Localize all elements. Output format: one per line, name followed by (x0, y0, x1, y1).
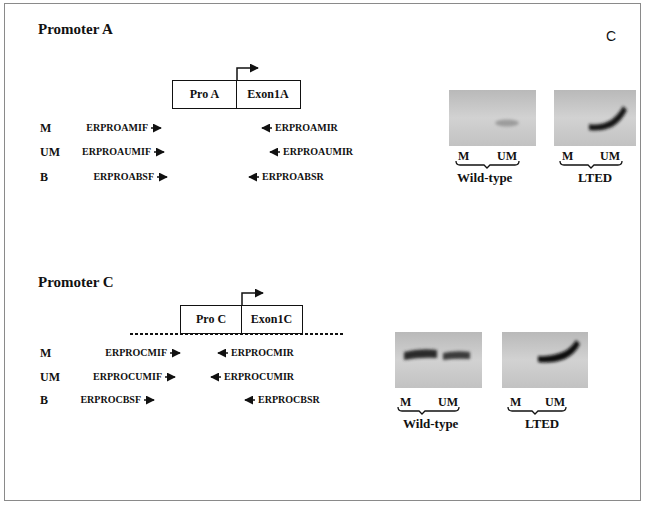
primer-name-text: ERPROCBSF (80, 394, 141, 405)
box-text: Exon1C (251, 312, 292, 327)
primer-name-text: ERPROAMIF (86, 122, 148, 133)
reverse-primer-arrow (211, 376, 221, 378)
primer-name-text: ERPROCMIR (231, 347, 294, 358)
primer-name: ERPROAMIF (86, 122, 148, 134)
primer-name: ERPROABSR (262, 171, 324, 183)
reverse-primer-arrow (262, 127, 272, 129)
primer-name-text: ERPROCUMIR (224, 371, 294, 382)
condition-label-text: Wild-type (403, 416, 458, 431)
lane-label: M (510, 395, 521, 409)
primer-set-label-text: UM (40, 370, 60, 384)
condition-label: Wild-type (403, 416, 458, 431)
primer-set-label: M (40, 121, 51, 135)
gel-image (554, 90, 636, 146)
figure-frame (5, 4, 641, 501)
lane-label-text: UM (545, 395, 565, 409)
forward-primer-arrow (170, 352, 180, 354)
condition-label: Wild-type (457, 170, 512, 185)
lane-label: UM (600, 149, 620, 163)
primer-set-label-text: UM (40, 145, 60, 159)
reverse-primer-arrow (218, 352, 228, 354)
gel-image (502, 332, 588, 388)
transcription-start-arrow (237, 68, 258, 80)
primer-name: ERPROCBSR (258, 394, 320, 406)
gel-band (495, 120, 519, 127)
primer-set-label: UM (40, 145, 60, 159)
condition-label-text: LTED (578, 170, 612, 185)
primer-set-label: UM (40, 370, 60, 384)
reverse-primer-arrow (245, 399, 255, 401)
lane-label: UM (545, 395, 565, 409)
primer-name-text: ERPROABSR (262, 171, 324, 182)
primer-name: ERPROAMIR (275, 122, 338, 134)
reverse-primer-arrow (270, 151, 280, 153)
condition-label: LTED (525, 416, 559, 431)
condition-label: LTED (578, 170, 612, 185)
lane-label-text: M (510, 395, 521, 409)
primer-name-text: ERPROCMIF (105, 347, 167, 358)
forward-primer-arrow (151, 127, 161, 129)
panel-letter-text: C (606, 28, 616, 44)
primer-arrows (151, 128, 280, 177)
reverse-primer-arrow (249, 176, 259, 178)
lane-label: UM (497, 149, 517, 163)
primer-name: ERPROAUMIR (283, 146, 353, 158)
condition-label-text: Wild-type (457, 170, 512, 185)
primer-set-label-text: B (40, 393, 48, 407)
promoter-box: Pro C (180, 305, 242, 334)
lane-label-text: UM (438, 395, 458, 409)
panel-heading-text: Promoter C (38, 274, 114, 290)
primer-name-text: ERPROAMIR (275, 122, 338, 133)
gel-image (449, 90, 536, 146)
exon-box: Exon1C (241, 305, 303, 334)
exon-box: Exon1A (236, 80, 301, 109)
lane-label-text: M (562, 149, 573, 163)
primer-set-label-text: M (40, 346, 51, 360)
lane-label: M (400, 395, 411, 409)
primer-name-text: ERPROAUMIR (283, 146, 353, 157)
panel-heading: Promoter A (38, 20, 113, 38)
primer-name: ERPROCMIR (231, 347, 294, 359)
transcription-start-arrow (242, 293, 263, 305)
forward-primer-arrow (157, 176, 167, 178)
primer-name-text: ERPROAUMIF (82, 146, 151, 157)
primer-set-label-text: M (40, 121, 51, 135)
panel-letter: C (606, 28, 616, 44)
primer-name: ERPROAUMIF (82, 146, 151, 158)
lane-label: M (458, 149, 469, 163)
box-text: Pro A (190, 87, 219, 102)
forward-primer-arrow (154, 151, 164, 153)
primer-name-text: ERPROCBSR (258, 394, 320, 405)
primer-name: ERPROCUMIF (93, 371, 162, 383)
panel-heading-text: Promoter A (38, 21, 113, 37)
forward-primer-arrow (165, 376, 175, 378)
primer-name: ERPROABSF (93, 171, 154, 183)
primer-name: ERPROCUMIR (224, 371, 294, 383)
gel-band (589, 106, 627, 131)
primer-name-text: ERPROCUMIF (93, 371, 162, 382)
primer-set-label: M (40, 346, 51, 360)
gel-band (443, 351, 470, 360)
box-text: Exon1A (247, 87, 288, 102)
lane-label-text: M (458, 149, 469, 163)
gel-band (538, 340, 580, 363)
lane-label-text: M (400, 395, 411, 409)
gel-band (404, 349, 437, 360)
condition-label-text: LTED (525, 416, 559, 431)
forward-primer-arrow (144, 399, 154, 401)
lane-label-text: UM (497, 149, 517, 163)
gel-image (395, 332, 482, 388)
lane-label-text: UM (600, 149, 620, 163)
primer-name-text: ERPROABSF (93, 171, 154, 182)
promoter-box: Pro A (172, 80, 237, 109)
lane-label: M (562, 149, 573, 163)
panel-heading: Promoter C (38, 273, 114, 291)
primer-name: ERPROCMIF (105, 347, 167, 359)
lane-label: UM (438, 395, 458, 409)
primer-set-label: B (40, 393, 48, 407)
primer-name: ERPROCBSF (80, 394, 141, 406)
primer-set-label-text: B (40, 170, 48, 184)
box-text: Pro C (196, 312, 226, 327)
primer-set-label: B (40, 170, 48, 184)
